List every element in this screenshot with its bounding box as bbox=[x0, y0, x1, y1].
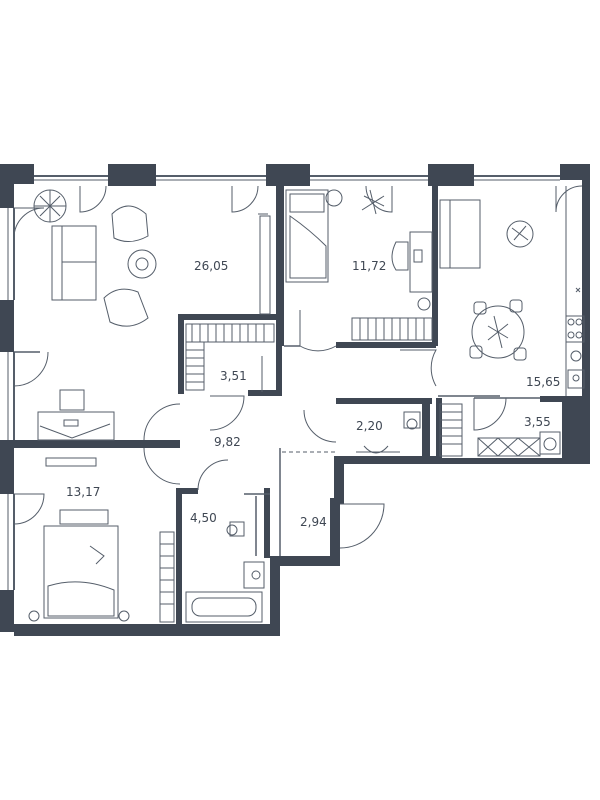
area-bedroom-2: 13,17 bbox=[66, 485, 100, 499]
coffee-table-icon bbox=[127, 249, 157, 279]
area-labels: 26,05 11,72 3,51 15,65 2,20 3,55 9,82 13… bbox=[66, 259, 560, 529]
area-wardrobe-1: 3,51 bbox=[220, 369, 247, 383]
coffee-table-icon bbox=[506, 220, 534, 248]
dining-table-icon bbox=[469, 299, 527, 361]
sink-icon bbox=[356, 445, 400, 454]
plant-icon bbox=[33, 189, 67, 223]
toilet-icon bbox=[403, 411, 421, 430]
window-icon bbox=[7, 179, 560, 590]
outer-thin-walls bbox=[13, 175, 560, 590]
interior-thin-walls bbox=[14, 345, 540, 556]
wc-furniture bbox=[356, 411, 561, 457]
wardrobe-icon bbox=[159, 317, 463, 623]
area-entry: 2,94 bbox=[300, 515, 327, 529]
washing-machine-icon bbox=[539, 431, 561, 455]
area-hall: 9,82 bbox=[214, 435, 241, 449]
desk-icon bbox=[391, 231, 433, 311]
bed-icon bbox=[285, 189, 329, 283]
living-furniture bbox=[33, 189, 271, 441]
area-bedroom-1: 11,72 bbox=[352, 259, 386, 273]
bedroom-2-furniture bbox=[28, 457, 130, 622]
area-bathroom-small: 2,20 bbox=[356, 419, 383, 433]
sofa-icon bbox=[51, 225, 97, 301]
kitchen-furniture bbox=[439, 186, 585, 396]
area-living: 26,05 bbox=[194, 259, 228, 273]
door-icon bbox=[13, 185, 583, 549]
sink-icon bbox=[243, 561, 265, 589]
dresser bbox=[45, 457, 97, 467]
desk-icon bbox=[37, 389, 115, 441]
bedroom-1-furniture bbox=[285, 189, 433, 311]
area-kitchen: 15,65 bbox=[526, 375, 560, 389]
sofa-icon bbox=[439, 199, 481, 269]
bed-icon bbox=[43, 525, 119, 619]
tv-unit bbox=[259, 215, 271, 315]
interior-walls bbox=[14, 186, 570, 628]
toilet-icon bbox=[226, 521, 245, 537]
sink-icon bbox=[567, 350, 585, 389]
bathtub-icon bbox=[185, 591, 263, 623]
headboard bbox=[59, 509, 109, 525]
outer-walls bbox=[0, 164, 590, 636]
plant-icon bbox=[325, 189, 385, 215]
armchair-icon bbox=[103, 205, 149, 327]
bathroom-furniture bbox=[185, 521, 265, 623]
area-laundry: 3,55 bbox=[524, 415, 551, 429]
stove-icon bbox=[565, 315, 585, 343]
area-bathroom: 4,50 bbox=[190, 511, 217, 525]
